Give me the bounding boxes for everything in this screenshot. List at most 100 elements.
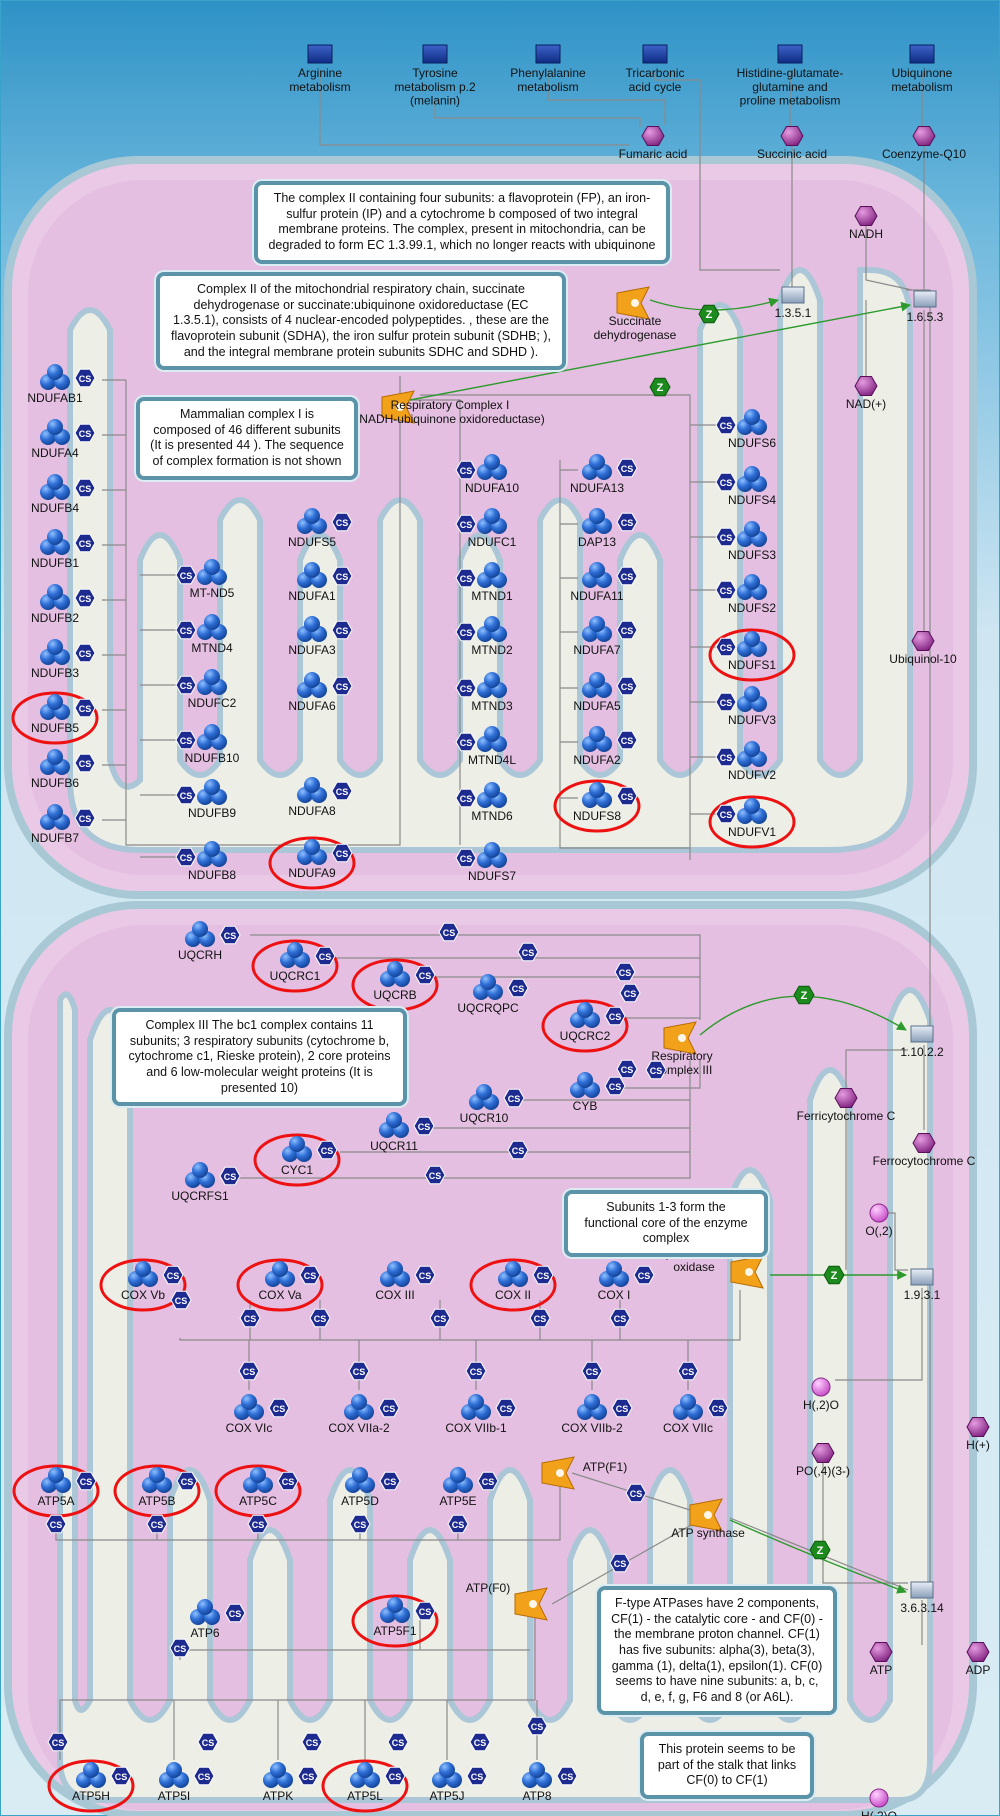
metabolite-node[interactable]: NAD(+) bbox=[846, 376, 886, 412]
metabolite-node[interactable]: ADP bbox=[966, 1642, 991, 1678]
metabolite-node[interactable]: NADH bbox=[849, 206, 883, 242]
metabolite-node[interactable]: Coenzyme-Q10 bbox=[882, 126, 966, 162]
gene-node-cox-viib-2[interactable]: COX VIIb-2CS bbox=[561, 1394, 633, 1435]
enzyme-node[interactable]: ATP synthase bbox=[671, 1498, 745, 1540]
metabolite-node[interactable]: Fumaric acid bbox=[619, 126, 688, 162]
metabolite-node[interactable]: PO(,4)(3-) bbox=[796, 1443, 850, 1479]
metabolite-node[interactable]: H(,2)O bbox=[861, 1788, 897, 1816]
metabolite-node[interactable]: ATP bbox=[869, 1642, 893, 1678]
reaction-node[interactable]: 1.6.5.3 bbox=[907, 290, 944, 324]
enzyme-node[interactable]: ATP(F0) bbox=[466, 1581, 548, 1621]
gene-node-cox-viia-2[interactable]: COX VIIa-2CS bbox=[328, 1394, 400, 1435]
enzyme-node[interactable]: ATP(F1) bbox=[541, 1456, 627, 1490]
reaction-node[interactable]: 1.3.5.1 bbox=[775, 286, 812, 320]
gene-node-cox-viib-1[interactable]: COX VIIb-1CS bbox=[445, 1394, 517, 1435]
metabolite-node[interactable]: H(,2)O bbox=[803, 1377, 839, 1412]
gene-node-cox-i[interactable]: COX ICS bbox=[598, 1261, 655, 1302]
metabolite-node[interactable]: Ferrocytochrome C bbox=[873, 1133, 976, 1169]
metabolite-node[interactable]: H(+) bbox=[966, 1417, 990, 1453]
metabolite-node[interactable]: Ferricytochrome C bbox=[797, 1088, 896, 1124]
reaction-node[interactable]: 1.10.2.2 bbox=[900, 1025, 944, 1059]
metabolite-node[interactable]: O(,2) bbox=[865, 1203, 893, 1238]
reaction-node[interactable]: 1.9.3.1 bbox=[904, 1268, 941, 1302]
reaction-node[interactable]: 3.6.3.14 bbox=[900, 1581, 944, 1615]
